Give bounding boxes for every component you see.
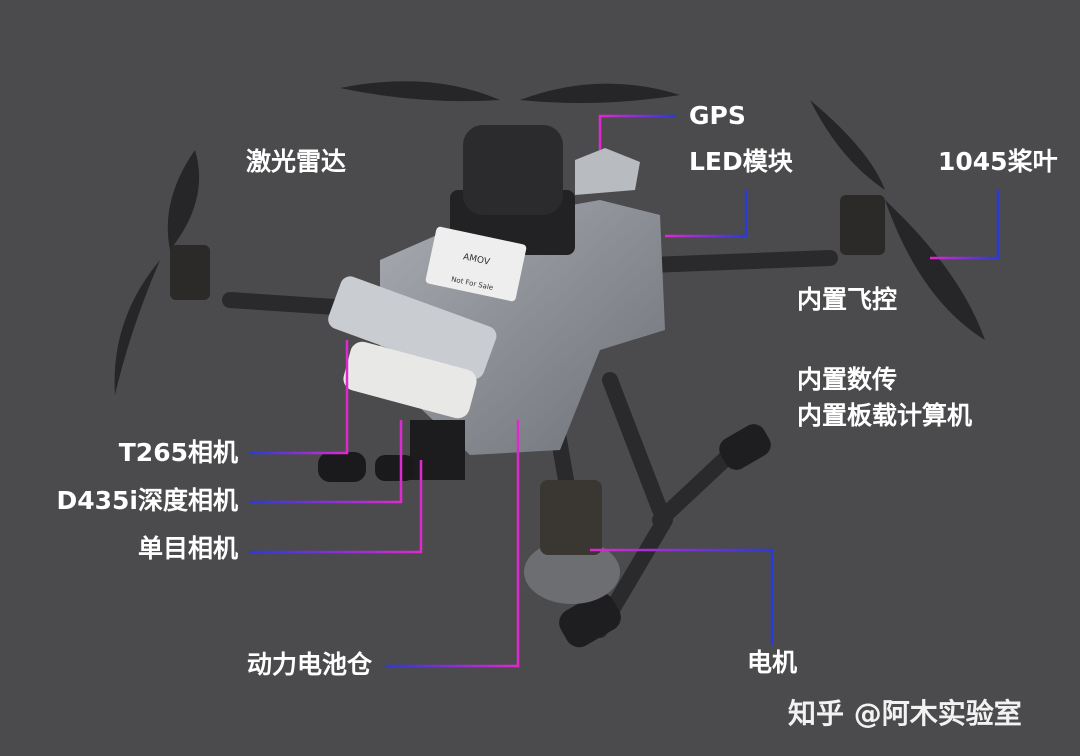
leader-line-gps [598,114,676,150]
label-battery-bay: 动力电池仓 [246,650,372,679]
label-onboard-computer: 内置板载计算机 [797,401,973,430]
motor-front-right [840,195,885,255]
leader-line-d435i [250,420,403,504]
label-motor: 电机 [747,648,798,677]
leader-line-motor [590,548,774,645]
label-lidar: 激光雷达 [245,147,346,176]
leader-line-t265 [250,340,349,455]
label-gps: GPS [689,101,746,130]
propellers [114,81,985,395]
camera-lens [318,452,366,482]
landing-foot [719,424,771,470]
label-propeller: 1045桨叶 [938,147,1058,176]
gps-module [575,148,640,195]
label-datalink: 内置数传 [797,365,898,394]
label-mono-camera: 单目相机 [137,534,238,563]
motor-guard [524,540,620,604]
label-flight-controller: 内置飞控 [797,285,898,314]
mono-camera [410,420,465,480]
leader-line-battery-bay [385,420,520,668]
leader-line-propeller [930,190,1000,260]
leader-line-led [665,190,748,238]
d435i-camera [343,341,477,419]
label-led: LED模块 [689,147,793,176]
leader-line-mono-camera [250,460,423,554]
watermark: 知乎 @阿木实验室 [788,697,1022,730]
label-d435i: D435i深度相机 [56,486,238,515]
lidar [463,125,563,215]
label-sticker [425,226,527,302]
landing-foot [559,592,621,648]
leader-lines [250,114,1000,668]
drone-image: AMOV Not For Sale [114,81,985,648]
motor-front-left [170,245,210,300]
motor-rear [540,480,602,555]
camera-lens [375,455,415,481]
label-t265: T265相机 [118,438,238,467]
t265-camera [328,276,497,379]
